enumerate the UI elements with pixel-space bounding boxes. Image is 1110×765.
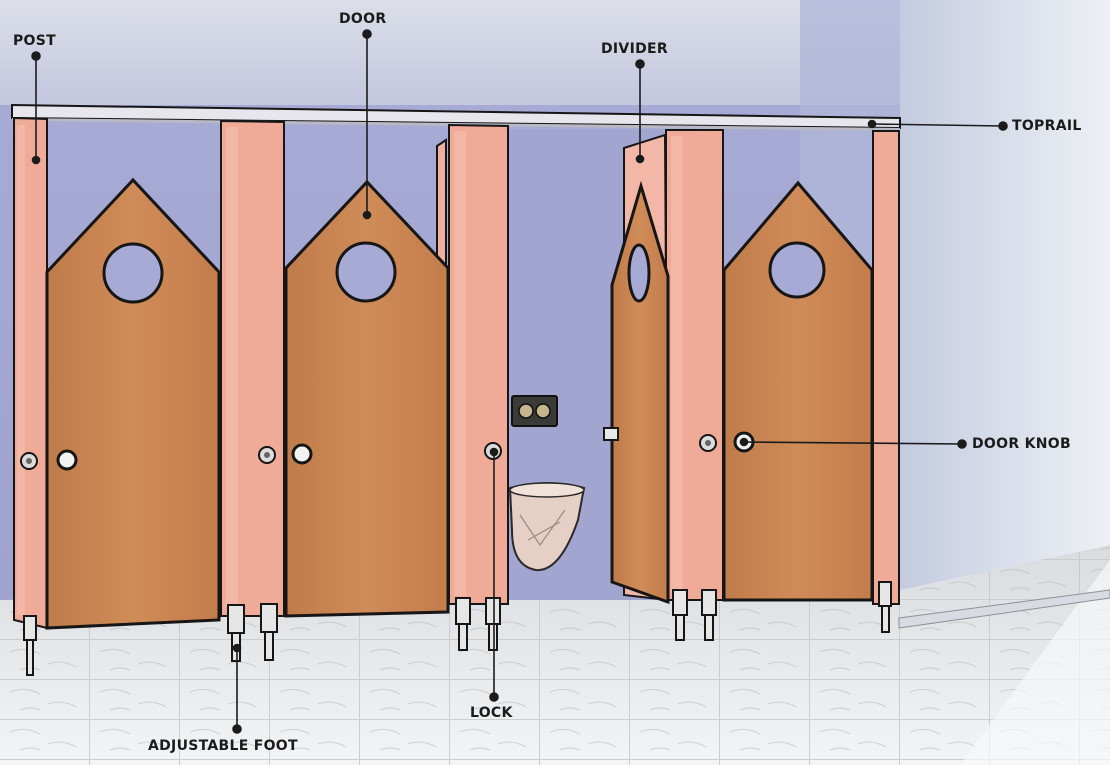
door-window-2	[337, 243, 395, 301]
label-toprail: TOPRAIL	[1012, 118, 1082, 134]
door-knob-1[interactable]	[58, 451, 76, 469]
adjustable-foot-5	[486, 598, 500, 650]
label-lock: LOCK	[470, 705, 513, 721]
adjustable-foot-6	[673, 590, 687, 640]
label-door-knob: DOOR KNOB	[972, 436, 1071, 452]
flush-plate-icon	[512, 396, 557, 426]
door-window-3	[629, 245, 649, 301]
adjustable-foot-4	[456, 598, 470, 650]
door-knob-3[interactable]	[604, 428, 618, 440]
label-divider: DIVIDER	[601, 41, 668, 57]
label-post: POST	[13, 33, 56, 49]
door-window-1	[104, 244, 162, 302]
ceiling-strip	[0, 0, 900, 105]
side-wall	[900, 0, 1110, 630]
label-adjustable-foot: ADJUSTABLE FOOT	[148, 738, 298, 754]
post-5	[873, 131, 899, 604]
door-window-4	[770, 243, 824, 297]
door-knob-2[interactable]	[293, 445, 311, 463]
adjustable-foot-7	[702, 590, 716, 640]
label-door: DOOR	[339, 11, 386, 27]
